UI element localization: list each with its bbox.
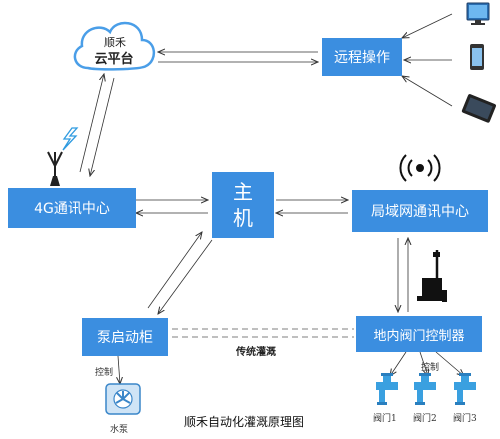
traditional-irrigation-label: 传统灌溉 — [236, 347, 276, 358]
pump-icon — [105, 383, 141, 415]
arrow-cloud-to-4g — [90, 77, 115, 176]
arrow-controller-to-valve1 — [390, 351, 407, 376]
cloud-icon — [73, 21, 155, 71]
cloud-label-line2: 云平台 — [94, 52, 134, 67]
host-label-line1: 主 — [233, 180, 253, 204]
lan-comm-node: 局域网通讯中心 — [352, 190, 488, 232]
control-label-left: 控制 — [95, 368, 114, 378]
host-node: 主 机 — [212, 172, 274, 238]
cloud-label-line1: 顺禾 — [104, 36, 126, 49]
pump-label: 水泵 — [110, 425, 129, 435]
valve3-label: 阀门3 — [453, 414, 477, 424]
pump-cabinet-node: 泵启动柜 — [82, 318, 168, 356]
arrow-controller-to-valve3 — [435, 351, 464, 376]
valve2-label: 阀门2 — [413, 414, 437, 424]
arrow-tablet-to-remote — [402, 76, 453, 107]
valve-controller-node: 地内阀门控制器 — [356, 316, 482, 352]
diagram-title: 顺禾自动化灌溉原理图 — [184, 415, 305, 429]
antenna-icon — [47, 151, 63, 186]
gateway-device-icon — [417, 250, 447, 302]
control-label-right: 控制 — [421, 363, 440, 373]
arrow-4g-to-cloud — [79, 74, 104, 173]
arrow-monitor-to-remote — [402, 13, 453, 38]
valve1-label: 阀门1 — [373, 414, 397, 424]
arrow-pump-to-host — [147, 232, 202, 309]
valve-icon — [376, 373, 476, 405]
arrow-cabinet-to-pump — [118, 355, 120, 384]
arrow-host-to-pump — [158, 239, 213, 314]
comm-4g-node: 4G通讯中心 — [8, 188, 136, 228]
remote-operation-node: 远程操作 — [322, 38, 402, 76]
arrow-controller-to-valve2 — [419, 351, 428, 376]
tablet-icon — [461, 94, 496, 123]
host-label-line2: 机 — [233, 206, 253, 230]
phone-icon — [470, 44, 484, 70]
monitor-icon — [466, 2, 490, 25]
lightning-icon — [62, 127, 79, 151]
wireless-signal-icon — [399, 154, 441, 182]
